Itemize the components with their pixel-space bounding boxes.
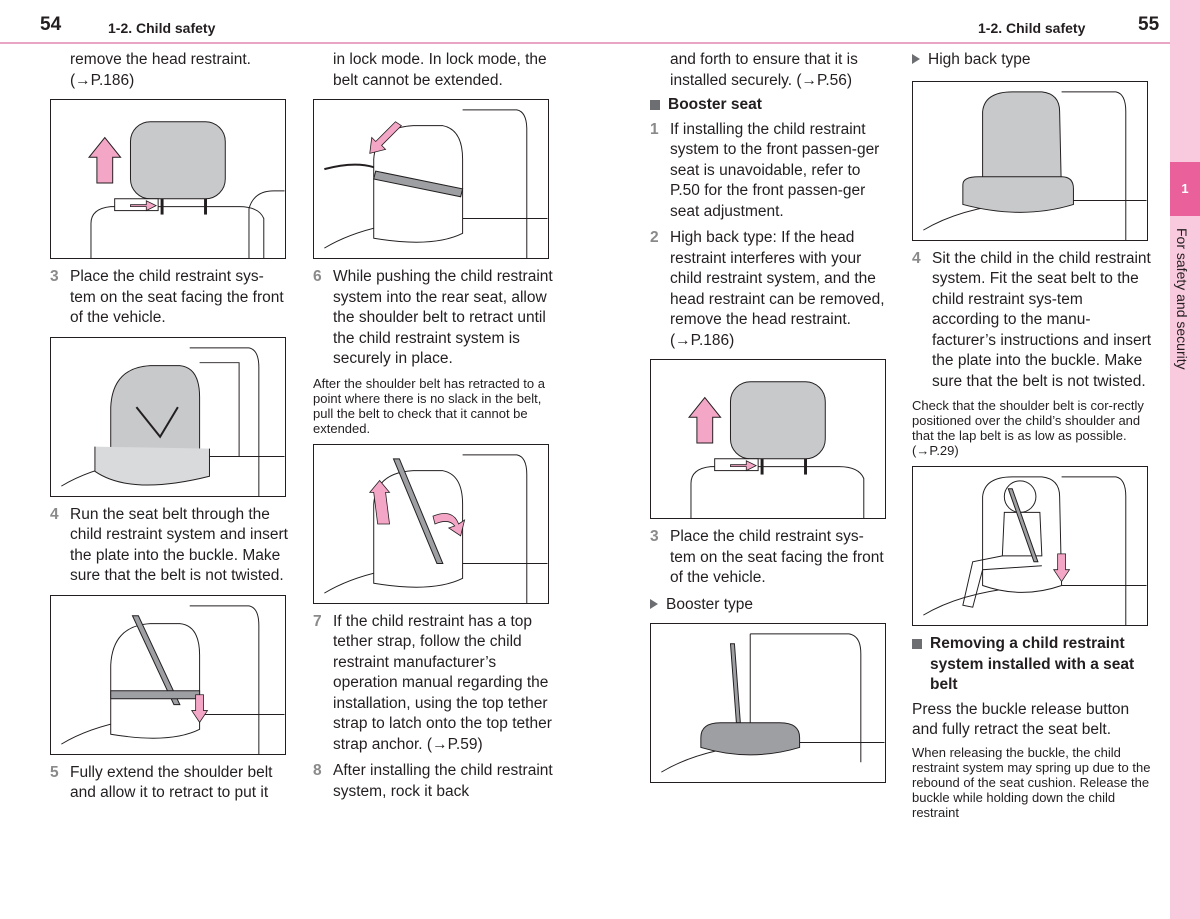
child-seated-illustration (923, 476, 1147, 625)
right-page-header: 1-2. Child safety 55 (600, 0, 1170, 44)
col3-intro: and forth to ensure that it is installed… (670, 51, 858, 89)
right-header-rule (600, 42, 1170, 44)
child-seat-illustration (61, 346, 285, 496)
belt-check-illustration (324, 453, 548, 603)
left-section-title: 1-2. Child safety (108, 20, 216, 36)
left-page-number: 54 (40, 14, 62, 35)
col4-body: Press the buckle release button and full… (912, 700, 1130, 739)
col4-note-2: When releasing the buckle, the child res… (912, 744, 1151, 820)
figure-belt-through-seat (50, 594, 286, 755)
booster-seat-illustration (661, 633, 885, 773)
belt-routing-illustration (61, 604, 285, 754)
right-page-number: 55 (1138, 14, 1160, 35)
col2-intro: in lock mode. In lock mode, the belt can… (333, 51, 547, 89)
bullet-triangle-icon (650, 598, 658, 609)
figure-booster-type (650, 623, 886, 783)
figure-high-back-type (912, 80, 1148, 241)
push-seat-illustration (324, 109, 548, 258)
heading-square-icon (912, 639, 922, 649)
figure-child-seated (912, 466, 1148, 626)
removing-restraint-heading: Removing a child restraint system instal… (912, 634, 1152, 696)
booster-seat-heading: Booster seat (650, 95, 888, 116)
side-tab-number: 1 (1170, 162, 1200, 216)
col4-note: Check that the shoulder belt is cor-rect… (912, 398, 1144, 458)
left-header-rule (0, 42, 600, 44)
head-restraint-illustration (87, 121, 285, 258)
heading-square-icon (650, 100, 660, 110)
column-3: and forth to ensure that it is installed… (650, 50, 888, 791)
col2-note: After the shoulder belt has retracted to… (313, 375, 545, 436)
high-back-seat-illustration (923, 90, 1147, 240)
left-page-header: 54 1-2. Child safety (0, 0, 600, 44)
figure-belt-check (313, 443, 549, 604)
figure-head-restraint-removal (50, 99, 286, 259)
figure-seat-facing-front (50, 336, 286, 497)
bullet-triangle-icon (912, 54, 920, 64)
figure-head-restraint-removal-2 (650, 359, 886, 519)
side-tab-label: For safety and security (1174, 228, 1190, 370)
booster-type-bullet: Booster type (650, 595, 888, 616)
col1-intro: remove the head restraint. (→P.186) (70, 51, 251, 89)
side-tab (1170, 0, 1200, 919)
head-restraint-illustration-2 (687, 381, 865, 518)
right-section-title: 1-2. Child safety (978, 20, 1086, 36)
column-2: in lock mode. In lock mode, the belt can… (313, 50, 553, 808)
high-back-type-bullet: High back type (912, 50, 1152, 71)
figure-push-seat (313, 99, 549, 259)
